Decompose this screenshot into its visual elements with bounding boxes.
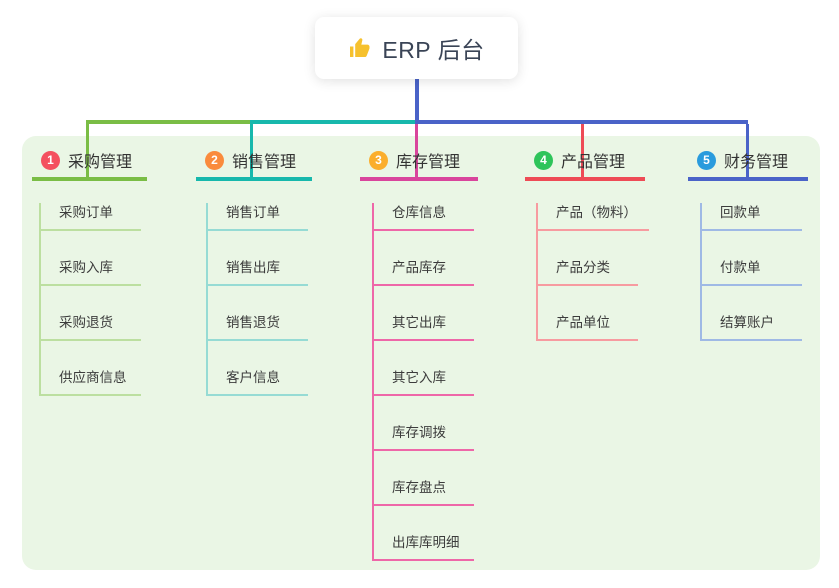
branch-财务管理: 5 财务管理回款单付款单结算账户 (688, 148, 808, 341)
root-label: ERP 后台 (382, 37, 485, 63)
child-node[interactable]: 产品单位 (538, 313, 638, 341)
child-node[interactable]: 销售订单 (208, 203, 308, 231)
child-node[interactable]: 回款单 (702, 203, 802, 231)
child-node[interactable]: 产品库存 (374, 258, 474, 286)
branch-采购管理: 1 采购管理采购订单采购入库采购退货供应商信息 (32, 148, 147, 396)
child-node[interactable]: 出库库明细 (374, 533, 474, 561)
branch-children: 仓库信息产品库存其它出库其它入库库存调拨库存盘点出库库明细 (372, 203, 478, 561)
child-node[interactable]: 仓库信息 (374, 203, 474, 231)
branch-销售管理: 2 销售管理销售订单销售出库销售退货客户信息 (196, 148, 312, 396)
branch-title: 销售管理 (232, 154, 297, 171)
child-node[interactable]: 采购退货 (41, 313, 141, 341)
branch-drop-line (746, 124, 749, 177)
branch-node[interactable]: 3 库存管理 (360, 148, 478, 181)
child-node[interactable]: 采购入库 (41, 258, 141, 286)
branch-drop-line (86, 124, 89, 177)
child-node[interactable]: 产品分类 (538, 258, 638, 286)
branch-drop-line (415, 124, 418, 177)
branch-title: 产品管理 (561, 154, 626, 171)
branch-children: 回款单付款单结算账户 (700, 203, 808, 341)
child-node[interactable]: 客户信息 (208, 368, 308, 396)
branches-panel (22, 136, 820, 570)
branch-title: 采购管理 (68, 154, 133, 171)
child-node[interactable]: 付款单 (702, 258, 802, 286)
child-node[interactable]: 采购订单 (41, 203, 141, 231)
child-node[interactable]: 其它入库 (374, 368, 474, 396)
child-node[interactable]: 供应商信息 (41, 368, 141, 396)
root-stem-line (414, 79, 419, 124)
child-node[interactable]: 销售退货 (208, 313, 308, 341)
branch-node[interactable]: 5 财务管理 (688, 148, 808, 181)
branch-number-badge: 1 (41, 150, 60, 170)
branch-node[interactable]: 1 采购管理 (32, 148, 147, 181)
branch-number-badge: 4 (534, 150, 553, 170)
branch-drop-line (250, 124, 253, 177)
branch-children: 产品（物料） 产品分类产品单位 (536, 203, 649, 341)
branch-库存管理: 3 库存管理仓库信息产品库存其它出库其它入库库存调拨库存盘点出库库明细 (360, 148, 478, 561)
child-node[interactable]: 其它出库 (374, 313, 474, 341)
child-node[interactable]: 结算账户 (702, 313, 802, 341)
child-node[interactable]: 库存调拨 (374, 423, 474, 451)
bus-segment-teal (250, 120, 419, 124)
branch-number-badge: 3 (369, 150, 388, 170)
child-node[interactable]: 库存盘点 (374, 478, 474, 506)
branch-children: 销售订单销售出库销售退货客户信息 (206, 203, 312, 396)
branch-drop-line (581, 124, 584, 177)
bus-segment-green (86, 120, 252, 124)
branch-title: 库存管理 (396, 154, 461, 171)
branch-node[interactable]: 4 产品管理 (525, 148, 645, 181)
root-node[interactable]: ERP 后台 (315, 17, 518, 79)
branch-产品管理: 4 产品管理产品（物料） 产品分类产品单位 (525, 148, 649, 341)
branch-number-badge: 2 (205, 150, 224, 170)
branch-number-badge: 5 (697, 150, 716, 170)
child-node[interactable]: 产品（物料） (538, 203, 649, 231)
child-node[interactable]: 销售出库 (208, 258, 308, 286)
bus-segment-blue (415, 120, 748, 124)
branch-children: 采购订单采购入库采购退货供应商信息 (39, 203, 147, 396)
branch-title: 财务管理 (724, 154, 789, 171)
branch-node[interactable]: 2 销售管理 (196, 148, 312, 181)
thumbs-up-icon (348, 36, 372, 60)
